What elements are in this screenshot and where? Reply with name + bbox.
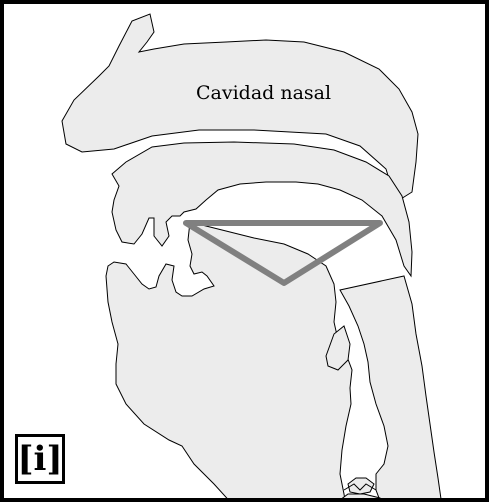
phoneme-box: [i] [15,434,65,484]
vocal-tract-svg [4,4,489,502]
phoneme-label: [i] [17,442,62,476]
nasal-cavity-label: Cavidad nasal [196,82,331,104]
pharynx-wall-shape [340,276,442,502]
